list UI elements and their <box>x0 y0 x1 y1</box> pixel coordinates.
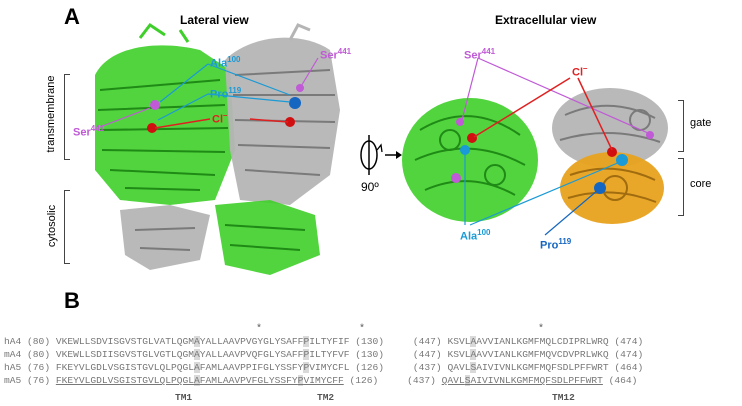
alignment-seg2a: QAVL <box>441 375 465 386</box>
alignment-star-1: * <box>256 324 263 335</box>
extracellular-chain-a <box>402 98 538 222</box>
alignment-seg1b: FAMLAAVPPIFGLYSSFY <box>199 362 304 373</box>
alignment-seg1a: FKEYVLGDLVSGISTGVLQLPQGL <box>55 362 195 373</box>
gate-label: gate <box>690 117 712 129</box>
alignment-name: hA5 <box>4 362 22 373</box>
alignment-row: hA4 (80) VKEWLLSDVISGVSTGLVATLQGMAYALLAA… <box>4 336 643 347</box>
rotation-label: 90º <box>361 180 379 194</box>
cytosolic-label: cytosolic <box>46 204 58 248</box>
alignment-e1: (126) <box>355 362 385 373</box>
alignment-s2: (447) <box>412 336 442 347</box>
lateral-ser-label-left: Ser441 <box>73 124 105 139</box>
core-label: core <box>690 178 712 190</box>
alignment-name: mA5 <box>4 375 22 386</box>
transmembrane-label: transmembrane <box>45 75 57 153</box>
alignment-s2: (437) <box>407 375 436 386</box>
panel-a-letter: A <box>64 4 80 29</box>
alignment-seg1hl: A <box>194 362 200 373</box>
alignment-e2: (464) <box>608 375 638 386</box>
alignment-s1: (80) <box>27 349 51 360</box>
alignment-seg2hl: S <box>464 375 471 386</box>
extracellular-ala-label: Ala100 <box>460 228 491 243</box>
alignment-seg1a: VKEWLLSDVISGVSTGLVATLQGM <box>55 336 195 347</box>
alignment-s1: (80) <box>27 336 51 347</box>
tm2-label: TM2 <box>317 392 335 403</box>
lateral-cl-label: Cl– <box>212 111 228 126</box>
lateral-view-title: Lateral view <box>180 13 249 27</box>
lateral-chain-a <box>95 22 235 206</box>
alignment-seg1b: YALLAAVPVGYGLYSAFF <box>199 336 304 347</box>
alignment-s1: (76) <box>27 362 51 373</box>
spacer <box>384 362 413 373</box>
alignment-row: mA4 (80) VKEWLLSDIISGVSTGLVGTLQGMAYALLAA… <box>4 349 643 360</box>
alignment-s2: (437) <box>412 362 442 373</box>
alignment-name: mA4 <box>4 349 22 360</box>
lateral-pro-sphere-right <box>289 97 301 109</box>
alignment-star-3: * <box>538 324 545 335</box>
gate-bracket <box>678 100 684 152</box>
panel-b-letter: B <box>64 288 80 313</box>
alignment-seg1c: VIMYCFF <box>303 375 344 386</box>
alignment-seg2hl: A <box>470 336 477 347</box>
alignment-seg2b: AVVIANLKGMFMQLCDIPRLWRQ <box>476 336 609 347</box>
alignment-e1: (130) <box>355 336 385 347</box>
lateral-cl-sphere-right <box>285 117 295 127</box>
protein-structure-figure <box>95 22 668 275</box>
alignment-seg1c: VIMYCFL <box>309 362 350 373</box>
cytosolic-bracket <box>64 190 70 264</box>
alignment-e2: (464) <box>614 362 644 373</box>
alignment-seg1hl: A <box>194 336 200 347</box>
spacer <box>384 349 413 360</box>
alignment-seg2b: AIVIVNLKGMFMQFSDLPFFWRT <box>476 362 609 373</box>
lateral-cl-sphere-left <box>147 123 157 133</box>
lateral-ser-label-right: Ser441 <box>320 47 352 62</box>
tm1-label: TM1 <box>175 392 193 403</box>
alignment-seg1hl2: P <box>303 349 310 360</box>
alignment-seg1a: FKEYVLGDLVSGISTGVLQLPQGL <box>55 375 195 386</box>
transmembrane-bracket <box>64 74 70 160</box>
lateral-cytosolic <box>120 200 320 275</box>
lateral-pro-label: Pro119 <box>210 86 242 101</box>
alignment-s2: (447) <box>412 349 442 360</box>
alignment-seg1hl2: P <box>297 375 304 386</box>
alignment-seg2a: KSVL <box>447 349 471 360</box>
alignment-seg2a: QAVL <box>447 362 471 373</box>
alignment-seg1c: ILTYFVF <box>309 349 350 360</box>
extracellular-view-title: Extracellular view <box>495 13 597 27</box>
alignment-seg2hl: S <box>470 362 477 373</box>
alignment-row: hA5 (76) FKEYVLGDLVSGISTGVLQLPQGLAFAMLAA… <box>4 362 643 373</box>
extracellular-ser-label: Ser441 <box>464 47 496 62</box>
alignment-seg1hl: A <box>194 349 200 360</box>
alignment-seg1b: YALLAAVPVQFGLYSAFF <box>199 349 304 360</box>
alignment-star-2: * <box>359 324 366 335</box>
alignment-seg2hl: A <box>470 349 477 360</box>
alignment-name: hA4 <box>4 336 22 347</box>
extracellular-cl-label: Cl– <box>572 64 588 79</box>
alignment-seg1hl2: P <box>303 336 310 347</box>
spacer <box>384 336 413 347</box>
tm12-label: TM12 <box>552 392 575 403</box>
alignment-seg1hl: A <box>194 375 200 386</box>
extracellular-core <box>560 152 664 224</box>
spacer <box>378 375 407 386</box>
lateral-ser-sphere-left <box>150 100 160 110</box>
alignment-seg2a: KSVL <box>447 336 471 347</box>
core-bracket <box>678 158 684 216</box>
alignment-seg1b: FAMLAAVPVFGLYSSFY <box>199 375 298 386</box>
alignment-seg1c: ILTYFIF <box>309 336 350 347</box>
alignment-row: mA5 (76) FKEYVLGDLVSGISTGVLQLPQGLAFAMLAA… <box>4 375 637 386</box>
alignment-e2: (474) <box>614 336 644 347</box>
alignment-e1: (130) <box>355 349 385 360</box>
alignment-seg1hl2: P <box>303 362 310 373</box>
extracellular-pro-label: Pro119 <box>540 237 572 252</box>
alignment-seg1a: VKEWLLSDIISGVSTGLVGTLQGM <box>55 349 195 360</box>
lateral-ala-label: Ala100 <box>210 55 241 70</box>
alignment-e2: (474) <box>614 349 644 360</box>
alignment-s1: (76) <box>27 375 51 386</box>
alignment-seg2b: AIVIVNLKGMFMQFSDLPFFWRT <box>470 375 603 386</box>
alignment-e1: (126) <box>349 375 379 386</box>
alignment-seg2b: AVVIANLKGMFMQVCDVPRLWKQ <box>476 349 609 360</box>
rotation-icon <box>360 135 402 175</box>
